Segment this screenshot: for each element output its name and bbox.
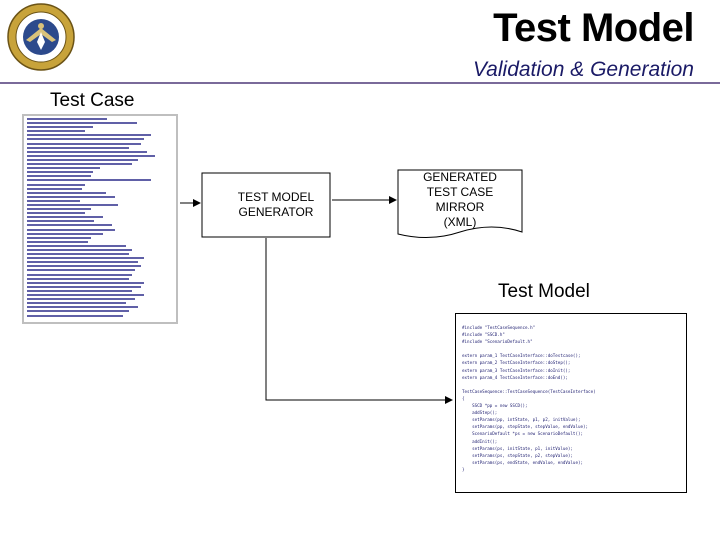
document-line [27,302,173,306]
document-line [27,208,173,212]
generator-shape [201,172,331,238]
page-subtitle: Validation & Generation [472,58,694,81]
document-line [27,187,173,192]
document-line [27,310,173,314]
document-line [27,261,173,265]
code-line: extern param_1 TestCaseInterface::doTest… [462,353,581,359]
document-line [27,130,173,134]
document-line [27,118,173,122]
code-line: addStep(); [462,410,498,416]
generator-label: TEST MODEL GENERATOR [237,190,315,219]
document-line [27,212,173,216]
code-line [462,345,680,352]
document-line [27,171,173,175]
document-line [27,154,173,159]
code-line: setParams(ps, endState, endValue, endVal… [462,459,584,465]
code-line: setParams(ps, initState, p1, initValue); [462,445,573,451]
document-line [27,228,173,233]
code-line: extern param_4 TestCaseInterface::doEnd(… [462,374,568,380]
code-line: } [462,466,465,472]
page-title: Test Model [493,6,694,50]
header-divider [0,82,720,84]
test-case-document [22,114,178,324]
code-line: setParams(ps, stepState, p2, stepValue); [462,452,573,458]
document-line [27,240,173,245]
mirror-document-shape [397,169,523,238]
document-line [27,249,173,253]
document-line [27,232,173,237]
agency-seal-icon [7,3,75,71]
document-line [27,175,173,179]
document-line [27,281,173,286]
code-line: SSCD *pp = new SSCD(); [462,403,528,409]
document-line [27,167,173,171]
document-line [27,150,173,155]
document-line [27,294,173,298]
document-line [27,199,173,204]
document-line [27,236,173,241]
document-line [27,273,173,278]
document-line [27,138,173,142]
document-line [27,253,173,257]
document-line [27,298,173,302]
document-line [27,134,173,138]
code-line: extern param_3 TestCaseInterface::doInit… [462,367,571,373]
document-line [27,122,173,126]
document-line [27,244,173,249]
document-line [27,306,173,310]
document-line [27,142,173,147]
code-line: #include "ScenarioDefault.h" [462,339,533,345]
code-line: #include "SSCD.h" [462,332,505,338]
document-line [27,203,173,208]
code-line: { [462,395,465,401]
document-line [27,183,173,188]
mirror-label: GENERATED TEST CASE MIRROR (XML) [423,170,497,229]
document-line [27,265,173,269]
code-line: TestCaseSequence::TestCaseSequence(TestC… [462,388,596,394]
code-line: addInit(); [462,438,498,444]
test-case-label: Test Case [50,90,135,111]
document-line [27,146,173,151]
test-model-code: #include "TestCaseSequence.h" #include "S… [455,313,687,493]
document-line [27,289,173,294]
code-line: setParams(pp, intState, p1, p2, initValu… [462,417,581,423]
document-line [27,163,173,167]
code-line: setParams(pp, stepState, stepValue, endV… [462,424,589,430]
document-line [27,314,173,319]
document-line [27,216,173,220]
document-line [27,224,173,228]
code-line: #include "TestCaseSequence.h" [462,325,536,330]
document-line [27,285,173,290]
test-model-label: Test Model [498,281,590,302]
document-line [27,191,173,196]
document-line [27,220,173,224]
document-line [27,126,173,130]
code-line: ScenarioDefault *ps = new ScenarioDefaul… [462,431,584,437]
document-line [27,179,173,183]
code-line: extern param_2 TestCaseInterface::doStep… [462,360,571,366]
test-model-generator: TEST MODEL GENERATOR [202,173,330,237]
document-line [27,257,173,261]
document-line [27,269,173,273]
code-line [462,381,680,388]
arrow-generator-to-model [265,238,453,404]
document-line [27,158,173,163]
document-line [27,277,173,282]
document-line [27,195,173,200]
